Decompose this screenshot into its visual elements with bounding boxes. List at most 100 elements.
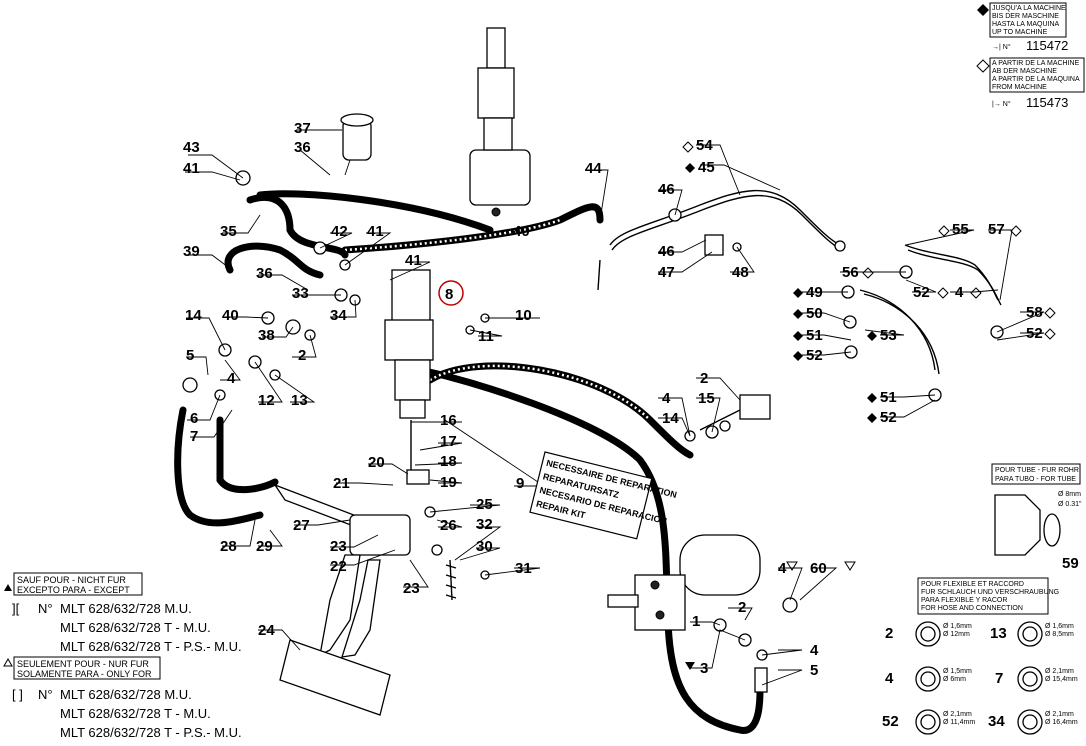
callout-41b: 41 <box>367 223 384 240</box>
note-sauf: SAUF POUR - NICHT FUR EXCEPTO PARA - EXC… <box>4 572 242 654</box>
callout-36b: 36 <box>256 265 273 282</box>
flex-d2-13: Ø 8,5mm <box>1045 631 1074 638</box>
until-number: 115472 <box>1026 38 1068 53</box>
callout-29: 29 <box>256 538 273 555</box>
flex-title-4: FOR HOSE AND CONNECTION <box>921 605 1023 612</box>
flex-title-3: PARA FLEXIBLE Y RACOR <box>921 597 1007 604</box>
callout-16: 16 <box>440 412 457 429</box>
callout-51: 51 <box>806 327 823 344</box>
callout-8: 8 <box>445 286 453 303</box>
flex-d2-2: Ø 12mm <box>943 631 970 638</box>
callout-4b: 4 <box>955 284 964 301</box>
callout-40b: 40 <box>222 307 239 324</box>
flex-d1-4: Ø 1,5mm <box>943 668 972 675</box>
upper-valve <box>469 27 531 217</box>
sauf-no: N° <box>38 601 53 616</box>
callout-6: 6 <box>190 410 198 427</box>
from-line-2: AB DER MASCHINE <box>992 68 1057 75</box>
callout-55: 55 <box>952 221 969 238</box>
seul-line-1: SEULEMENT POUR - NUR FUR <box>17 659 149 669</box>
from-number: 115473 <box>1026 95 1068 110</box>
callout-4d: 4 <box>778 560 787 577</box>
callout-27: 27 <box>293 517 310 534</box>
flex-d2-34: Ø 16,4mm <box>1045 719 1078 726</box>
pedal-assembly <box>273 420 457 716</box>
callout-35: 35 <box>220 223 237 240</box>
callout-2c: 2 <box>738 599 746 616</box>
callout-13: 13 <box>291 392 308 409</box>
callout-58: 58 <box>1026 304 1043 321</box>
sauf-model-1: MLT 628/632/728 M.U. <box>60 601 192 616</box>
callout-12: 12 <box>258 392 275 409</box>
callout-36: 36 <box>294 139 311 156</box>
tube-box: POUR TUBE - FUR ROHR PARA TUBO - FOR TUB… <box>991 463 1082 572</box>
block-2 <box>739 394 771 420</box>
flex-ref-52: 52 <box>882 713 899 730</box>
callout-44: 44 <box>585 160 602 177</box>
tube-dim-1: Ø 8mm <box>1058 491 1081 498</box>
callout-17: 17 <box>440 433 457 450</box>
callout-41: 41 <box>183 160 200 177</box>
callout-49: 49 <box>806 284 823 301</box>
until-line-4: UP TO MACHINE <box>992 29 1048 36</box>
flex-d2-7: Ø 15,4mm <box>1045 676 1078 683</box>
callout-4: 4 <box>227 370 236 387</box>
callout-38: 38 <box>258 327 275 344</box>
callout-1: 1 <box>692 613 700 630</box>
callout-48: 48 <box>732 264 749 281</box>
flex-d1-52: Ø 2,1mm <box>943 711 972 718</box>
callout-46: 46 <box>658 181 675 198</box>
flex-ref-7: 7 <box>995 670 1003 687</box>
callout-22: 22 <box>330 558 347 575</box>
callout-52a: 52 <box>913 284 930 301</box>
seul-model-2: MLT 628/632/728 T - M.U. <box>60 706 211 721</box>
callout-30: 30 <box>476 538 493 555</box>
flex-d1-13: Ø 1,6mm <box>1045 623 1074 630</box>
sauf-model-3: MLT 628/632/728 T - P.S.- M.U. <box>60 639 242 654</box>
flex-d2-4: Ø 6mm <box>943 676 966 683</box>
callout-14: 14 <box>185 307 202 324</box>
marker-symbols <box>682 141 1056 670</box>
callout-20: 20 <box>368 454 385 471</box>
seul-model-3: MLT 628/632/728 T - P.S.- M.U. <box>60 725 242 740</box>
reservoir-37 <box>340 113 374 176</box>
legend-from: A PARTIR DE LA MACHINE AB DER MASCHINE A… <box>976 57 1085 110</box>
highlight-circle <box>438 280 464 306</box>
callout-5: 5 <box>186 347 194 364</box>
callout-18: 18 <box>440 453 457 470</box>
callout-34: 34 <box>330 307 347 324</box>
callout-50: 50 <box>806 305 823 322</box>
callout-4c: 4 <box>662 390 671 407</box>
flex-d1-2: Ø 1,6mm <box>943 623 972 630</box>
callout-2b: 2 <box>700 370 708 387</box>
callout-15: 15 <box>698 390 715 407</box>
callout-24: 24 <box>258 622 275 639</box>
seul-model-1: MLT 628/632/728 M.U. <box>60 687 192 702</box>
callout-42: 42 <box>331 223 348 240</box>
flex-box: POUR FLEXIBLE ET RACCORD FUR SCHLAUCH UN… <box>882 577 1078 735</box>
callout-4e: 4 <box>810 642 819 659</box>
callouts: 37 43 41 36 35 39 42 41 40 44 41 36 33 8… <box>183 120 1043 679</box>
svg-text:|→ N°: |→ N° <box>992 100 1011 108</box>
callout-52c: 52 <box>1026 325 1043 342</box>
callout-33: 33 <box>292 285 309 302</box>
flex-ref-34: 34 <box>988 713 1005 730</box>
flex-d2-52: Ø 11,4mm <box>943 719 975 726</box>
callout-11: 11 <box>478 328 494 345</box>
callout-53: 53 <box>880 327 897 344</box>
callout-54: 54 <box>696 137 713 154</box>
sauf-line-2: EXCEPTO PARA - EXCEPT <box>17 585 130 595</box>
flex-title-2: FUR SCHLAUCH UND VERSCHRAUBUNG <box>921 589 1059 596</box>
callout-14b: 14 <box>662 410 679 427</box>
callout-57: 57 <box>988 221 1005 238</box>
callout-26: 26 <box>440 517 457 534</box>
seul-no: N° <box>38 687 53 702</box>
callout-41c: 41 <box>405 252 422 269</box>
svg-text:[ ]: [ ] <box>12 687 23 702</box>
svg-text:][: ][ <box>12 601 20 616</box>
callout-31: 31 <box>515 560 532 577</box>
flex-ref-4: 4 <box>885 670 894 687</box>
tube-dim-2: Ø 0.31" <box>1058 501 1082 508</box>
callout-51b: 51 <box>880 389 897 406</box>
